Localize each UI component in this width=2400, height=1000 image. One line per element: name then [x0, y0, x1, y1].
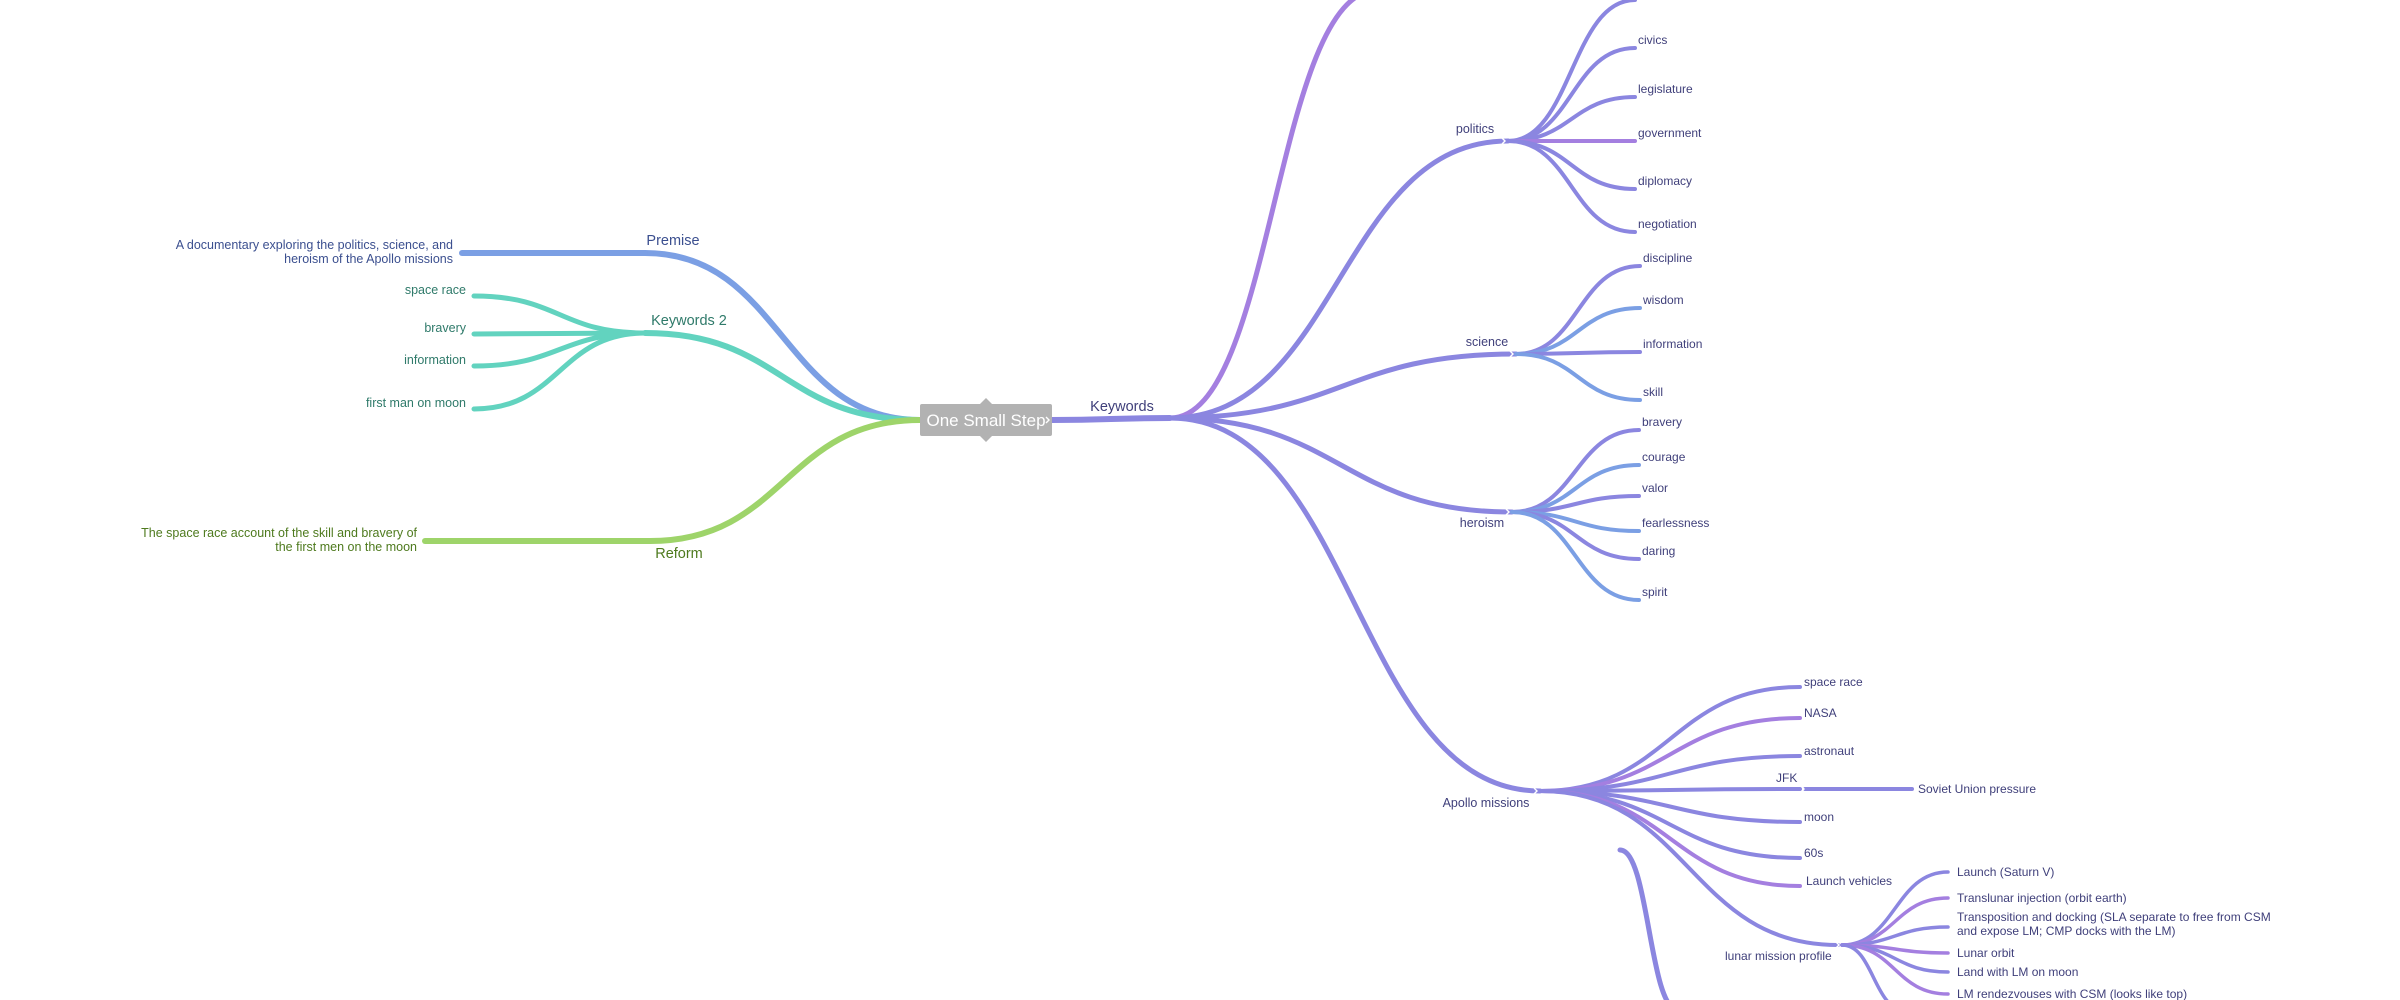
keywords2-first-man-on-moon[interactable]: first man on moon — [366, 396, 466, 410]
apollo-launch-vehicles[interactable]: Launch vehicles — [1806, 874, 1892, 888]
politics-government[interactable]: government — [1638, 126, 1702, 140]
keywords2-bravery[interactable]: bravery — [424, 321, 466, 335]
heroism-spirit[interactable]: spirit — [1642, 585, 1668, 599]
heroism-bravery[interactable]: bravery — [1642, 415, 1682, 429]
apollo-jfk[interactable]: JFK — [1776, 771, 1797, 785]
collapse-chevron-icon[interactable] — [1501, 137, 1506, 145]
heroism-courage[interactable]: courage — [1642, 450, 1686, 464]
apollo-nasa[interactable]: NASA — [1804, 706, 1837, 720]
connector-politics-power-struggle — [1506, 0, 1637, 143]
premise-description[interactable]: A documentary exploring the politics, sc… — [176, 238, 453, 266]
connector-science-skill — [1514, 352, 1642, 402]
connector-offscreen-lower — [1617, 847, 1670, 1000]
keywords2-information[interactable]: information — [404, 353, 466, 367]
connector-science-wisdom — [1514, 306, 1642, 356]
profile-step-2[interactable]: Translunar injection (orbit earth) — [1957, 891, 2127, 905]
connector-lines — [422, 0, 1950, 1000]
apollo-space-race[interactable]: space race — [1804, 675, 1863, 689]
heroism-daring[interactable]: daring — [1642, 544, 1675, 558]
science-information[interactable]: information — [1643, 337, 1702, 351]
profile-step-4[interactable]: Lunar orbit — [1957, 946, 2015, 960]
connector-politics-civics — [1506, 46, 1637, 143]
collapse-chevron-icon[interactable] — [1505, 508, 1510, 516]
connector-apollo-missions — [1167, 415, 1543, 794]
profile-step-5[interactable]: Land with LM on moon — [1957, 965, 2078, 979]
connector-science — [1167, 351, 1519, 421]
central-topic-box[interactable] — [920, 404, 1052, 436]
science-skill[interactable]: skill — [1643, 385, 1663, 399]
collapse-chevron-icon[interactable] — [1533, 787, 1538, 795]
science-discipline[interactable]: discipline — [1643, 251, 1693, 265]
branch-premise[interactable]: Premise — [646, 233, 699, 249]
politics-legislature[interactable]: legislature — [1638, 82, 1693, 96]
connector-apollo-nasa — [1538, 716, 1802, 793]
science-wisdom[interactable]: wisdom — [1642, 293, 1684, 307]
expand-up-handle[interactable] — [980, 398, 992, 404]
heroism-valor[interactable]: valor — [1642, 481, 1668, 495]
collapse-chevron-icon[interactable] — [1800, 785, 1805, 793]
connector-politics — [1167, 138, 1511, 421]
connector-heroism-valor — [1510, 494, 1641, 514]
profile-step-1[interactable]: Launch (Saturn V) — [1957, 865, 2054, 879]
connector-heroism — [1167, 415, 1515, 515]
apollo-moon[interactable]: moon — [1804, 810, 1834, 824]
central-topic[interactable] — [920, 398, 1052, 442]
subtopic-heroism[interactable]: heroism — [1460, 516, 1504, 530]
connector-profile-1 — [1840, 896, 1950, 947]
subtopic-apollo-missions[interactable]: Apollo missions — [1443, 796, 1530, 810]
profile-step-6[interactable]: LM rendezvouses with CSM (looks like top… — [1957, 987, 2187, 1000]
expand-down-handle[interactable] — [980, 436, 992, 442]
politics-diplomacy[interactable]: diplomacy — [1638, 174, 1692, 188]
connector-keywords-2 — [642, 330, 923, 423]
branch-reform[interactable]: Reform — [655, 546, 703, 562]
branch-keywords[interactable]: Keywords — [1090, 399, 1154, 415]
connector-keywords — [1049, 415, 1173, 423]
subtopic-science[interactable]: science — [1466, 335, 1508, 349]
connector-k2-space-race — [471, 293, 648, 336]
keywords2-space-race[interactable]: space race — [405, 283, 466, 297]
subtopic-politics[interactable]: politics — [1456, 122, 1494, 136]
connector-reform — [647, 417, 923, 544]
apollo-astronaut[interactable]: astronaut — [1804, 744, 1855, 758]
connector-offscreen-branch — [1167, 0, 1357, 421]
connector-politics-negotiation — [1506, 139, 1637, 234]
connector-apollo-lunar-mission-profile — [1538, 789, 1840, 947]
connector-heroism-daring — [1510, 510, 1641, 561]
connector-premise — [642, 250, 923, 423]
heroism-fearlessness[interactable]: fearlessness — [1642, 516, 1709, 530]
connector-profile-offscreen — [1840, 943, 1889, 1000]
central-topic-label[interactable]: One Small Step — [926, 411, 1045, 430]
apollo-lunar-mission-profile[interactable]: lunar mission profile — [1725, 949, 1832, 963]
profile-transposition-docking[interactable]: Transposition and docking (SLA separate … — [1957, 910, 2271, 938]
jfk-soviet-union-pressure[interactable]: Soviet Union pressure — [1918, 782, 2036, 796]
politics-negotiation[interactable]: negotiation — [1638, 217, 1697, 231]
collapse-chevron-icon[interactable] — [1509, 350, 1514, 358]
apollo-60s[interactable]: 60s — [1804, 846, 1823, 860]
reform-description[interactable]: The space race account of the skill and … — [141, 526, 417, 554]
politics-civics[interactable]: civics — [1638, 33, 1667, 47]
connector-k2-first-man-on-moon — [471, 330, 648, 412]
connector-profile-5 — [1840, 943, 1950, 996]
branch-keywords-2[interactable]: Keywords 2 — [651, 313, 727, 329]
collapse-chevron-icon[interactable] — [1835, 941, 1840, 949]
collapse-chevron-icon[interactable] — [1045, 416, 1050, 424]
connector-heroism-spirit — [1510, 510, 1641, 602]
connector-politics-diplomacy — [1506, 139, 1637, 191]
connector-heroism-bravery — [1510, 428, 1641, 514]
